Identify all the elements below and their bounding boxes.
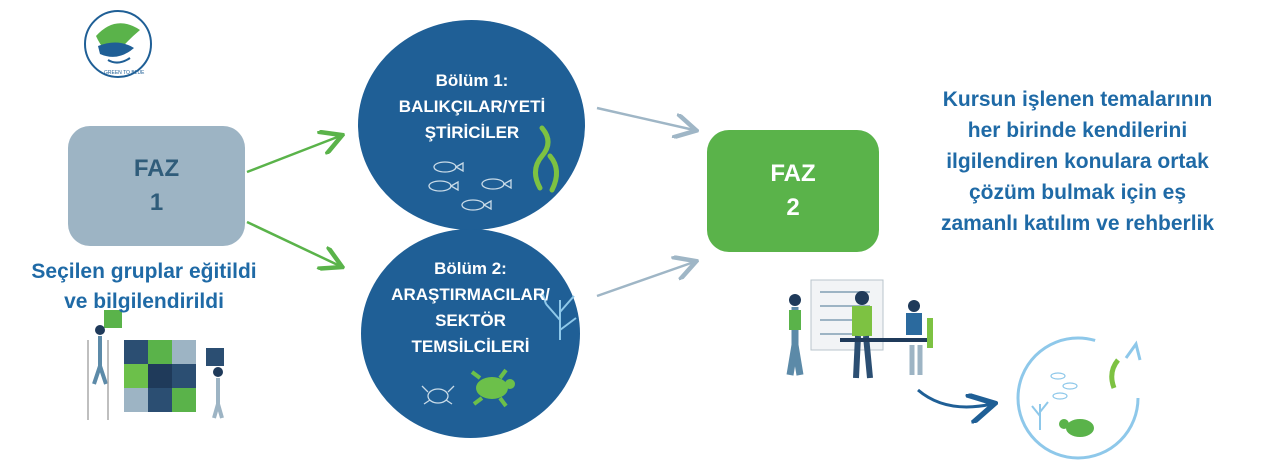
turtle-icon bbox=[470, 368, 515, 408]
seaweed-icon bbox=[533, 125, 559, 193]
section2-title-line1: Bölüm 2: bbox=[434, 259, 507, 278]
coral-icon bbox=[541, 291, 577, 340]
left-caption: Seçilen gruplar eğitildi ve bilgilendiri… bbox=[5, 257, 283, 317]
left-caption-line1: Seçilen gruplar eğitildi bbox=[31, 260, 257, 283]
section2-title: Bölüm 2: ARAŞTIRMACILAR/ SEKTÖR TEMSİLCİ… bbox=[368, 256, 573, 360]
section1-title-line1: Bölüm 1: bbox=[435, 71, 509, 90]
section2-title-line2: ARAŞTIRMACILAR/ bbox=[391, 285, 550, 304]
phase1-label-line1: FAZ bbox=[133, 155, 180, 182]
phase1-label-line2: 1 bbox=[149, 189, 164, 216]
section2-title-line3: SEKTÖR bbox=[435, 311, 506, 330]
phase2-box: FAZ 2 bbox=[707, 130, 879, 252]
right-caption-line2: her birinde kendilerini bbox=[967, 119, 1188, 142]
right-caption-line4: çözüm bulmak için eş bbox=[968, 181, 1187, 204]
section1-title-line3: ŞTİRİCİLER bbox=[424, 123, 520, 142]
section2-circle bbox=[361, 229, 580, 438]
section1-circle bbox=[358, 20, 585, 230]
arrow-section1-to-phase2 bbox=[596, 106, 694, 130]
cycle-arrow-icon bbox=[917, 336, 1142, 460]
logo-text: GREEN TO BLUE bbox=[104, 70, 145, 76]
crab-icon bbox=[421, 385, 455, 405]
left-caption-line2: ve bilgilendirildi bbox=[64, 290, 224, 313]
section1-title-line2: BALIKÇILAR/YETİ bbox=[398, 97, 546, 116]
section1-title: Bölüm 1: BALIKÇILAR/YETİ ŞTİRİCİLER bbox=[372, 68, 572, 146]
phase2-label-line2: 2 bbox=[786, 194, 800, 221]
right-caption-line1: Kursun işlenen temalarının bbox=[942, 88, 1213, 111]
arrow-phase1-to-section1 bbox=[246, 136, 340, 174]
section2-title-line4: TEMSİLCİLERİ bbox=[411, 337, 530, 356]
puzzle-team-icon bbox=[87, 310, 224, 420]
phase2-label-line1: FAZ bbox=[770, 160, 816, 187]
fish-icon bbox=[428, 161, 512, 211]
right-caption-line3: ilgilendiren konulara ortak bbox=[946, 150, 1209, 173]
right-caption: Kursun işlenen temalarının her birinde k… bbox=[895, 84, 1260, 239]
meeting-team-icon bbox=[786, 279, 933, 379]
arrow-phase1-to-section2 bbox=[246, 220, 340, 266]
phase1-box: FAZ 1 bbox=[68, 126, 245, 246]
arrow-section2-to-phase2 bbox=[596, 262, 694, 298]
right-caption-line5: zamanlı katılım ve rehberlik bbox=[940, 212, 1215, 235]
